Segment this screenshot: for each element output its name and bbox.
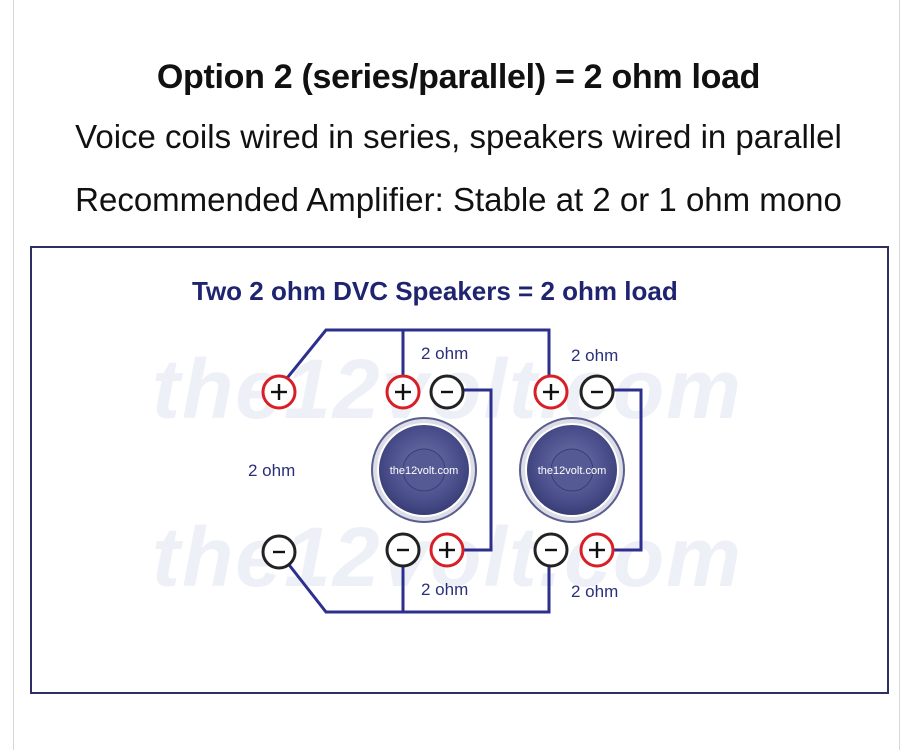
amp-negative-terminal	[261, 534, 297, 570]
speaker-right-bottom-negative-terminal	[533, 532, 569, 568]
positive-bus-wire	[277, 328, 551, 389]
speaker-left-bottom-positive-terminal	[429, 532, 465, 568]
series-loop-left-wire	[447, 388, 493, 552]
speaker-right-bottom-positive-terminal	[579, 532, 615, 568]
speaker-left: the12volt.com	[371, 417, 477, 523]
output-load-label: 2 ohm	[248, 461, 295, 480]
speaker-right-top-negative-terminal	[579, 374, 615, 410]
series-loop-right-wire	[597, 388, 643, 552]
speaker-right-top-coil-label: 2 ohm	[571, 346, 618, 365]
speaker-left-bottom-coil-label: 2 ohm	[421, 580, 468, 599]
amplifier-recommendation: Recommended Amplifier: Stable at 2 or 1 …	[75, 181, 842, 218]
negative-bus-wire	[277, 551, 551, 614]
amp-positive-terminal	[261, 374, 297, 410]
speaker-right-cone-label: the12volt.com	[538, 465, 606, 477]
speaker-left-top-coil-label: 2 ohm	[421, 344, 468, 363]
wiring-description: Voice coils wired in series, speakers wi…	[75, 118, 842, 155]
speaker-left-bottom-negative-terminal	[385, 532, 421, 568]
speaker-right-top-positive-terminal	[533, 374, 569, 410]
speaker-left-top-positive-terminal	[385, 374, 421, 410]
speaker-left-top-negative-terminal	[429, 374, 465, 410]
speaker-left-cone-label: the12volt.com	[390, 465, 458, 477]
speaker-right: the12volt.com	[519, 417, 625, 523]
wiring-diagram: the12volt.com the12volt.com Two 2 ohm DV…	[30, 246, 889, 694]
wiring-diagram-svg: the12volt.com the12volt.com Two 2 ohm DV…	[152, 276, 741, 614]
diagram-title: Two 2 ohm DVC Speakers = 2 ohm load	[192, 276, 678, 306]
page-title: Option 2 (series/parallel) = 2 ohm load	[156, 58, 761, 96]
speaker-right-bottom-coil-label: 2 ohm	[571, 582, 618, 601]
